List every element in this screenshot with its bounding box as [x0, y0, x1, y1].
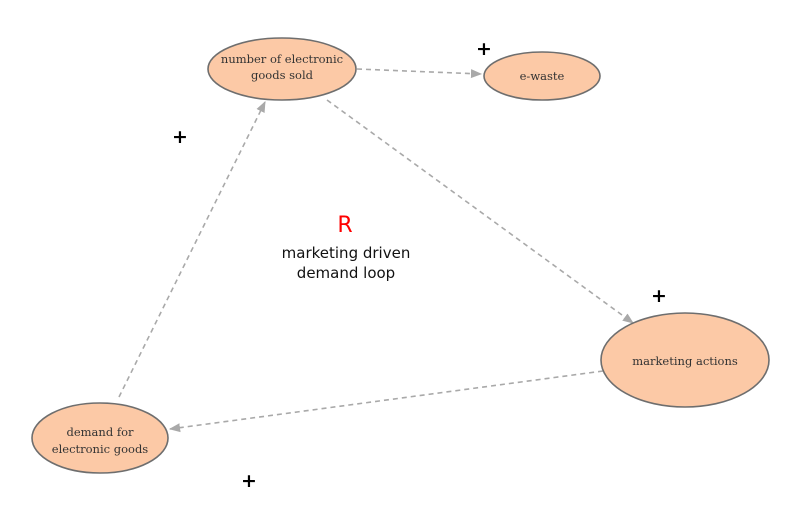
loop-name-line: marketing driven: [282, 244, 411, 262]
node-number-of-electronic-goods-sold[interactable]: number of electronic goods sold: [207, 37, 357, 101]
node-marketing-actions[interactable]: marketing actions: [600, 312, 770, 408]
edge-demand-to-sold: [118, 100, 266, 398]
edge-sold-to-marketing: [326, 99, 634, 324]
node-label-line: marketing actions: [632, 354, 738, 368]
node-label-line: number of electronic: [221, 52, 343, 66]
node-label-line: goods sold: [251, 68, 314, 82]
node-e-waste[interactable]: e-waste: [483, 51, 601, 101]
edge-sold-to-ewaste: [356, 68, 483, 79]
polarity-demand-to-sold: +: [172, 126, 188, 148]
loop-name-line: demand loop: [297, 264, 395, 282]
node-shape: [483, 51, 601, 101]
edge-marketing-to-demand: [168, 370, 604, 433]
polarity-sold-to-ewaste: +: [476, 38, 492, 60]
node-label-line: demand for: [66, 425, 134, 439]
node-shape: [31, 402, 169, 474]
loop-identifier: R: [337, 213, 352, 238]
node-demand-for-electronic-goods[interactable]: demand for electronic goods: [31, 402, 169, 474]
polarity-sold-to-marketing: +: [651, 285, 667, 307]
node-shape: [600, 312, 770, 408]
node-shape: [207, 37, 357, 101]
polarity-marketing-to-demand: +: [241, 470, 257, 492]
node-label-line: electronic goods: [52, 442, 149, 456]
node-label-line: e-waste: [520, 69, 565, 83]
